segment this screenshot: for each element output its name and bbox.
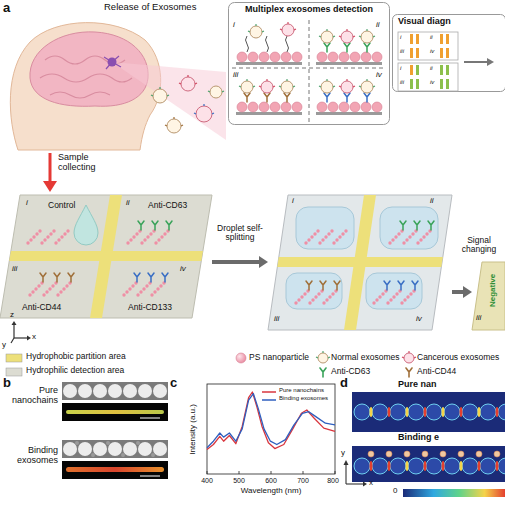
tick-label: 800 [327, 477, 339, 485]
cell-number: iii [400, 79, 404, 86]
zone-number: iii [476, 314, 481, 323]
zone-label: Control [48, 201, 75, 210]
split-droplet-chip: iiiiiiiv [268, 195, 452, 330]
brain-illustration [10, 23, 226, 150]
axis-label: z [10, 311, 14, 320]
detection-inset-box-outline [228, 2, 390, 125]
axis-title: Wavelength (nm) [241, 487, 302, 496]
zone-number: iv [180, 265, 186, 274]
sensing-chip-outline [0, 195, 212, 318]
spectrum-line [207, 394, 335, 448]
quadrant-number: iv [376, 71, 382, 80]
panel-letter: b [3, 376, 11, 390]
legend-text: Binding exosomes [279, 395, 328, 402]
process-arrow [452, 286, 472, 298]
axis-title: Intensity (a.u.) [189, 404, 198, 455]
visual-diagnosis-box: Visual diagniiiiiiiviiiiiiiv [392, 14, 505, 92]
tick-label: 700 [297, 477, 309, 485]
tick-label: 600 [265, 477, 277, 485]
zone-number: iv [416, 315, 422, 324]
result-label: Negative [490, 273, 499, 306]
edge-label: Droplet self-splitting [213, 224, 267, 243]
legend-text: Hydrophobic partition area [26, 352, 126, 361]
tick-label: 500 [233, 477, 245, 485]
legend-swatch [6, 354, 22, 362]
quadrant-number: ii [376, 21, 380, 30]
legend-text: Normal exosomes [331, 353, 400, 362]
zone-number: ii [430, 197, 434, 206]
sample-arrow [43, 153, 57, 192]
zone-label: Anti-CD63 [148, 201, 187, 210]
split-droplet-chip-outline [268, 195, 452, 330]
legend-text: Anti-CD63 [331, 367, 370, 376]
quadrant-number: iii [233, 71, 238, 80]
process-arrow [212, 256, 268, 268]
row-label: Binding exosomes [4, 446, 58, 466]
panel-letter: d [340, 376, 348, 390]
colorbar-label: 0 [393, 487, 397, 496]
zone-number: ii [126, 199, 130, 208]
detection-inset-box: Multiplex exosomes detectioniiiiiiiv [228, 2, 390, 125]
readout-chip: Negative iii [472, 262, 505, 330]
legend-icons [236, 351, 416, 377]
image-title: Pure nan [398, 380, 437, 390]
arrow-shaft [452, 290, 464, 294]
microscopy-images [62, 382, 168, 479]
arrow-head [463, 286, 472, 298]
image-title: Binding e [398, 433, 439, 443]
panel-letter: c [170, 376, 177, 390]
cell-number: ii [430, 65, 433, 72]
axes-icon [11, 321, 31, 343]
cell-number: iv [430, 48, 434, 55]
legend-text: Hydrophilic detection area [26, 366, 124, 375]
cell-number: ii [430, 34, 433, 41]
cell-number: iv [430, 79, 434, 86]
tick-label: 400 [201, 477, 213, 485]
quadrant-number: i [233, 21, 235, 30]
figure-note: Release of Exosomes [104, 2, 196, 12]
step-label: Sample collecting [58, 153, 110, 173]
arrow-shaft [212, 260, 260, 264]
chart-frame [207, 384, 335, 474]
zone-number: i [26, 199, 28, 208]
exosome-cluster [151, 75, 224, 133]
cell-number: iii [400, 48, 404, 55]
legend-text: PS nanoparticle [249, 353, 309, 362]
cell-number: i [400, 34, 401, 41]
field-simulation [344, 392, 505, 497]
axis-label: x [369, 479, 373, 488]
legend-swatch [6, 368, 22, 376]
spectrum-line [207, 392, 335, 449]
legend-text: Cancerous exosomes [417, 353, 499, 362]
box-heading: Visual diagn [398, 17, 451, 27]
arrow-head [259, 256, 268, 268]
axis-label: y [2, 341, 6, 350]
sensing-chip: i Control ii Anti-CD63 iiiAnti-CD44 ivAnti-CD… [0, 195, 212, 318]
edge-label: Signal changing [454, 236, 504, 255]
inset-heading: Multiplex exosomes detection [228, 5, 390, 15]
zone-number: i [292, 197, 294, 206]
axis-label: y [341, 449, 345, 458]
zone-label: Anti-CD44 [22, 303, 61, 312]
zone-number: iii [12, 265, 17, 274]
axis-label: x [32, 333, 36, 342]
legend-text: Anti-CD44 [417, 367, 456, 376]
panel-letter: a [3, 1, 10, 15]
cell-number: i [400, 65, 401, 72]
row-label: Pure nanochains [4, 386, 58, 406]
zone-label: Anti-CD133 [128, 303, 172, 312]
legend-text: Pure nanochains [279, 387, 324, 394]
zone-number: iii [274, 315, 279, 324]
